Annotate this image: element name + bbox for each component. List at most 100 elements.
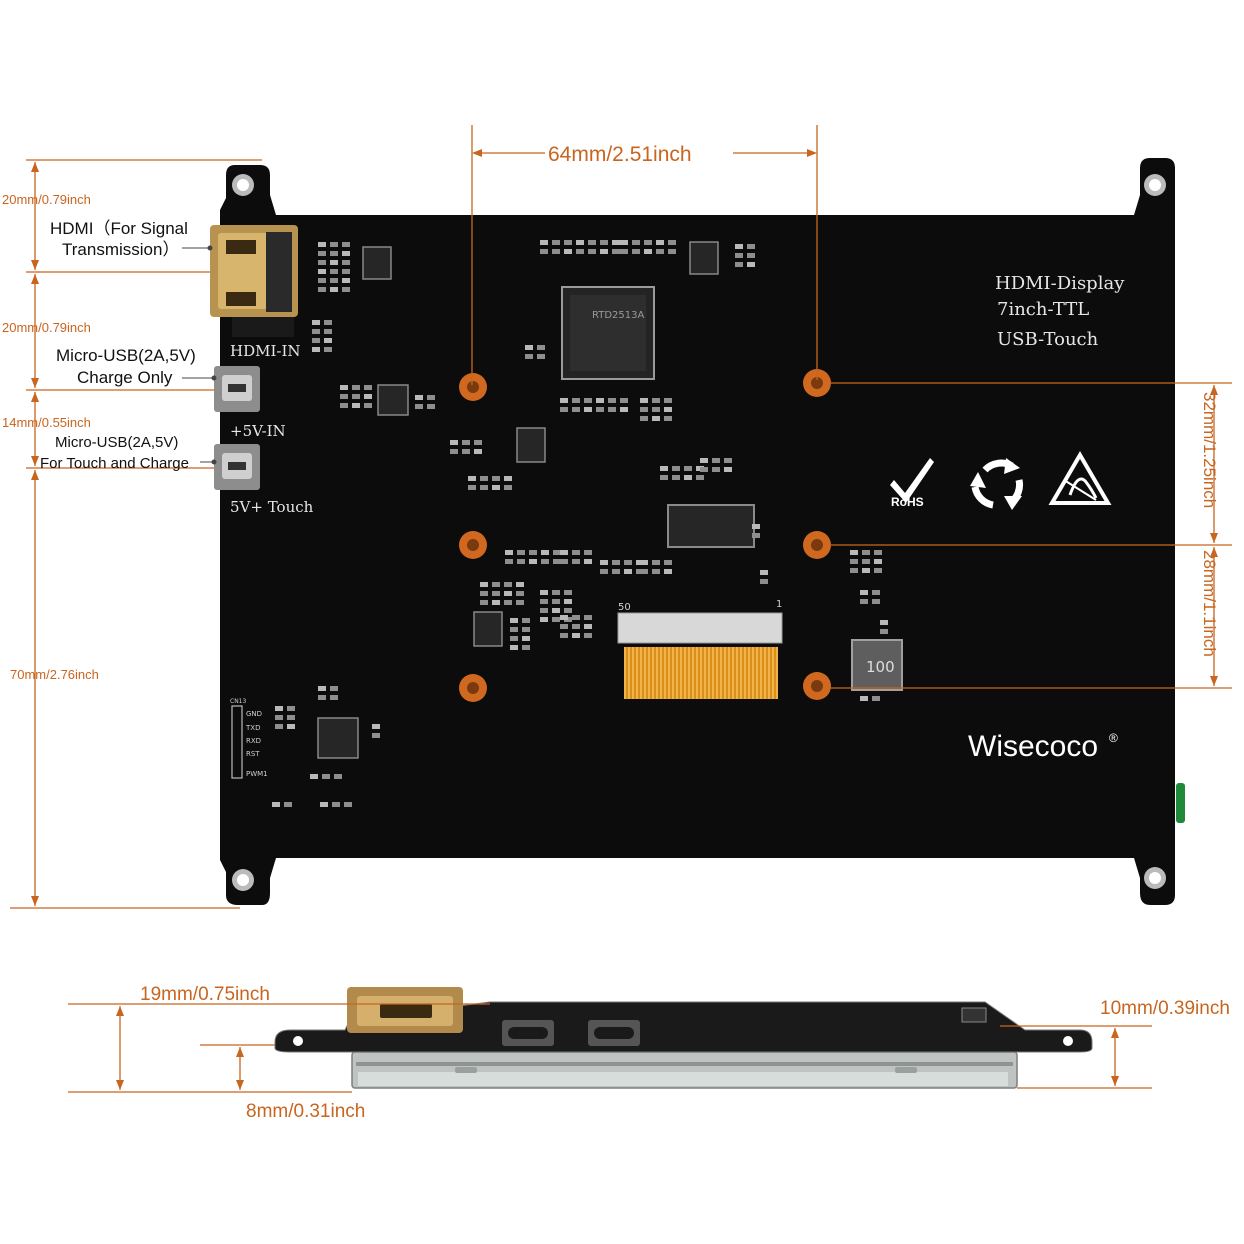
smd-component [608,407,616,412]
smd-component [330,260,338,265]
smd-component [318,251,326,256]
smd-component [492,600,500,605]
smd-component [560,407,568,412]
debug-header: CN13 GND TXD RXD RST PWM1 [230,698,268,779]
fpc-pin-50: 50 [618,602,631,613]
rohs-label: RoHS [891,495,924,509]
smd-component [747,253,755,258]
smd-component [656,249,664,254]
smd-component [862,550,870,555]
smd-component [504,485,512,490]
smd-component [510,645,518,650]
smd-component [560,550,568,555]
smd-component [517,559,525,564]
smd-component [529,559,537,564]
smd-component [342,260,350,265]
smd-component [505,559,513,564]
dim-right-bottom: 28mm/1.1inch [1200,550,1219,657]
smd-component [684,475,692,480]
smd-component [352,403,360,408]
label-usb-touch-2: For Touch and Charge [40,455,189,472]
smd-component [564,249,572,254]
smd-component [525,345,533,350]
smd-component [612,249,620,254]
smd-component [342,269,350,274]
smd-component [342,287,350,292]
smd-component [427,404,435,409]
smd-component [656,240,664,245]
smd-component [553,559,561,564]
chip-label: RTD2513A [592,310,644,321]
smd-component [272,802,280,807]
smd-component [560,615,568,620]
silk-5v-touch: 5V+ Touch [230,498,314,516]
power-inductor: 100 [851,639,903,691]
smd-component [632,240,640,245]
smd-component [415,395,423,400]
smd-component [620,398,628,403]
brand-logo: Wisecoco [968,730,1098,763]
smd-component [552,617,560,622]
smd-component [560,559,568,564]
smd-component [747,262,755,267]
small-chip [473,611,503,647]
hdmi-connector-side [347,987,463,1033]
inductor-label: 100 [866,658,895,676]
smd-component [553,550,561,555]
smd-component [664,569,672,574]
smd-component [660,466,668,471]
smd-component [342,278,350,283]
smd-component [450,449,458,454]
smd-component [588,240,596,245]
smd-component [600,560,608,565]
smd-component [330,287,338,292]
smd-component [735,262,743,267]
brand-registered: ® [1109,731,1118,745]
smd-component [584,398,592,403]
smd-component [850,550,858,555]
smd-component [584,559,592,564]
smd-component [287,715,295,720]
smd-component [572,559,580,564]
smd-component [480,591,488,596]
smd-component [588,249,596,254]
usb-connector-side [502,1020,554,1046]
smd-component [652,569,660,574]
smd-component [275,715,283,720]
smd-component [332,802,340,807]
small-chip [362,246,392,280]
smd-component [880,620,888,625]
micro-usb-power-port[interactable] [214,366,260,412]
fpc-pin-1: 1 [776,599,782,610]
smd-component [427,395,435,400]
smd-component [640,407,648,412]
smd-component [572,550,580,555]
smd-component [516,591,524,596]
micro-usb-touch-port[interactable] [214,444,260,490]
smd-component [468,485,476,490]
smd-component [312,320,320,325]
smd-component [287,706,295,711]
smd-component [474,440,482,445]
smd-component [850,568,858,573]
smd-component [612,569,620,574]
smd-component [564,608,572,613]
smd-component [620,240,628,245]
smd-component [874,550,882,555]
smd-component [760,570,768,575]
label-hdmi-2: Transmission） [62,240,179,259]
dim-side-total: 19mm/0.75inch [140,984,270,1005]
product-line-2: 7inch-TTL [997,299,1089,320]
smd-component [522,636,530,641]
usb-connector-side [588,1020,640,1046]
smd-component [640,416,648,421]
board-side-view [274,987,1093,1089]
smd-component [324,329,332,334]
smd-component [644,240,652,245]
hdmi-connector[interactable] [210,225,298,337]
smd-component [480,600,488,605]
smd-component [872,599,880,604]
smd-component [330,686,338,691]
smd-component [364,403,372,408]
smd-component [364,385,372,390]
